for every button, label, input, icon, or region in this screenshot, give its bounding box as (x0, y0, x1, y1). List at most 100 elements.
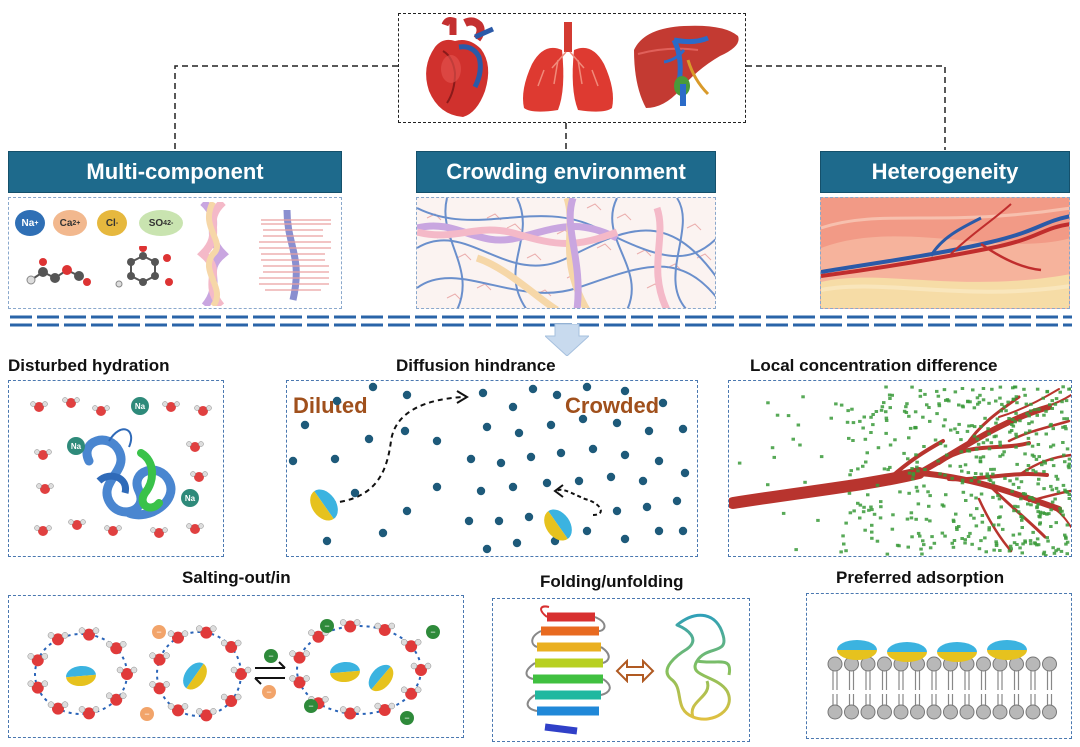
water-molecule (374, 702, 396, 717)
solute-dot (1011, 386, 1015, 390)
solute-dot (1021, 542, 1025, 546)
solute-dot (905, 402, 909, 406)
diffusing-particle (578, 414, 588, 424)
water-molecule (105, 641, 127, 655)
solute-dot (1064, 542, 1068, 546)
solute-dot (1037, 455, 1041, 459)
solute-dot (927, 504, 931, 508)
solute-dot (940, 531, 945, 535)
solute-dot (998, 440, 1002, 444)
solute-dot (1054, 521, 1058, 525)
solute-dot (1044, 554, 1048, 556)
solute-dot (915, 460, 919, 464)
solute-dot (907, 491, 911, 495)
solute-dot (918, 534, 922, 538)
solute-dot (786, 414, 791, 418)
solute-dot (1034, 470, 1038, 474)
ion (262, 685, 276, 699)
solute-dot (841, 534, 845, 538)
solute-dot (961, 490, 966, 494)
diffusing-particle (494, 516, 504, 526)
solute-dot (1000, 402, 1004, 406)
solute-dot (1008, 430, 1012, 434)
solute-dot (926, 490, 930, 494)
solute-dot (884, 419, 889, 422)
lipid-head (1042, 704, 1057, 720)
solute-dot (970, 542, 974, 546)
solute-dot (888, 406, 892, 410)
solute-dot (847, 491, 852, 495)
svg-text:−: − (156, 627, 161, 637)
solute-dot (1035, 543, 1039, 547)
solute-dot (1058, 390, 1062, 394)
solute-dot (863, 437, 868, 441)
solute-dot (791, 437, 795, 441)
solute-dot (908, 426, 913, 430)
diffusing-particle (620, 534, 630, 544)
solute-dot (922, 484, 926, 488)
solute-dot (1045, 536, 1049, 540)
solute-dot (960, 537, 964, 540)
water-molecule (27, 653, 49, 667)
solute-dot (1064, 536, 1068, 540)
solute-dot (1024, 402, 1029, 406)
diffusing-particle (478, 388, 488, 398)
solute-dot (1067, 387, 1071, 391)
solute-dot (1019, 515, 1023, 518)
water-molecule (230, 666, 252, 680)
liver-icon (634, 25, 739, 108)
solute-dot (1049, 445, 1053, 449)
solute-dot (1064, 427, 1068, 431)
solute-dot (916, 469, 920, 473)
solute-dot (978, 456, 983, 460)
solute-dot (1004, 409, 1008, 413)
diffusing-particle (432, 482, 442, 492)
solute-dot (1017, 486, 1021, 490)
solute-dot (858, 503, 863, 507)
solute-dot (977, 400, 982, 404)
water-molecule (149, 652, 170, 666)
solute-dot (870, 536, 874, 540)
solute-dot (844, 521, 848, 525)
solute-dot (1063, 533, 1067, 537)
solute-dot (973, 472, 978, 475)
solute-dot (910, 535, 914, 539)
solute-dot (1017, 532, 1022, 536)
solute-dot (979, 492, 984, 496)
solute-dot (987, 526, 991, 530)
lipid-head (1025, 704, 1041, 720)
solute-dot (1042, 487, 1046, 491)
solute-dot (1061, 385, 1065, 389)
solute-dot (918, 389, 923, 393)
solute-dot (981, 387, 986, 390)
solute-dot (1061, 441, 1065, 444)
solute-dot (882, 401, 886, 405)
diffusing-particle (300, 420, 310, 430)
solute-dot (975, 437, 980, 441)
solute-dot (839, 403, 844, 407)
solute-dot (994, 544, 999, 547)
proteoglycan-icon (259, 209, 331, 301)
lipid-head (860, 704, 876, 720)
connector-lines (174, 65, 946, 150)
diffusing-particle (552, 390, 562, 400)
solute-dot (935, 389, 939, 393)
solute-dot (976, 442, 981, 446)
solute-dot (862, 415, 866, 419)
diffusing-particle (402, 506, 412, 516)
solute-dot (1050, 407, 1054, 410)
solute-dot (981, 441, 986, 445)
solute-dot (972, 434, 977, 438)
solute-dot (1051, 443, 1056, 447)
solute-dot (1021, 492, 1026, 495)
solute-dot (907, 471, 912, 475)
solute-dot (856, 501, 860, 505)
solute-dot (910, 477, 915, 481)
solute-dot (906, 457, 910, 461)
solute-dot (775, 413, 780, 417)
disturbed-hydration-title: Disturbed hydration (8, 356, 170, 375)
solute-dot (1041, 552, 1046, 556)
solute-dot (981, 398, 986, 402)
solute-dot (911, 472, 916, 476)
